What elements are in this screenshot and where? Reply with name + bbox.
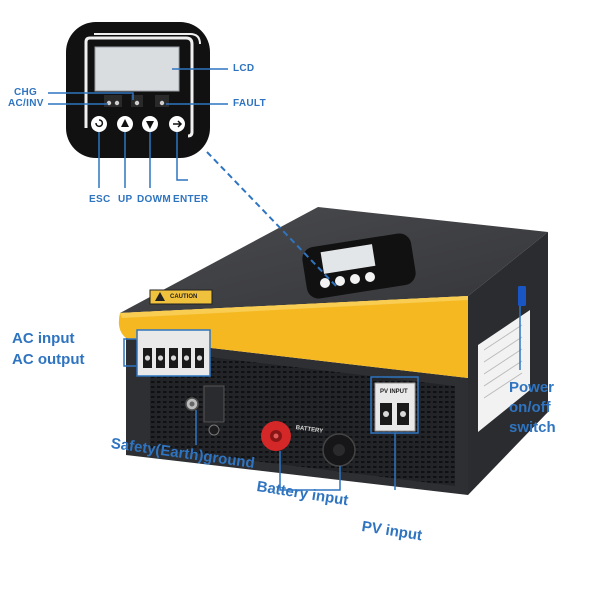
caution-text: CAUTION xyxy=(170,294,198,300)
lcd-screen xyxy=(94,46,180,92)
power-switch xyxy=(518,286,526,306)
zoom-line xyxy=(206,151,339,289)
up-label: UP xyxy=(118,194,133,205)
yellow-band xyxy=(118,296,468,378)
callout-lines xyxy=(48,68,521,491)
ac-output-label: AC output xyxy=(12,351,85,368)
enter-label: ENTER xyxy=(173,194,209,205)
lcd-label: LCD xyxy=(233,63,255,74)
ac-inv-label: AC/INV xyxy=(8,98,44,109)
esc-button-illustration xyxy=(91,116,107,132)
ac-input-label: AC input xyxy=(12,330,75,347)
power-switch-label-line3: switch xyxy=(509,419,556,436)
pv-input-marking: PV INPUT xyxy=(380,389,408,395)
power-switch-label-line1: Power xyxy=(509,379,555,396)
down-label: DOWM xyxy=(137,194,171,205)
top-control-panel xyxy=(302,233,416,299)
caution-sticker xyxy=(149,289,213,305)
fault-label: FAULT xyxy=(233,98,266,109)
power-switch-label-line2: on/off xyxy=(509,399,551,416)
enlarged-control-panel xyxy=(66,22,210,158)
chg-label: CHG xyxy=(14,87,38,98)
esc-label: ESC xyxy=(89,194,111,205)
